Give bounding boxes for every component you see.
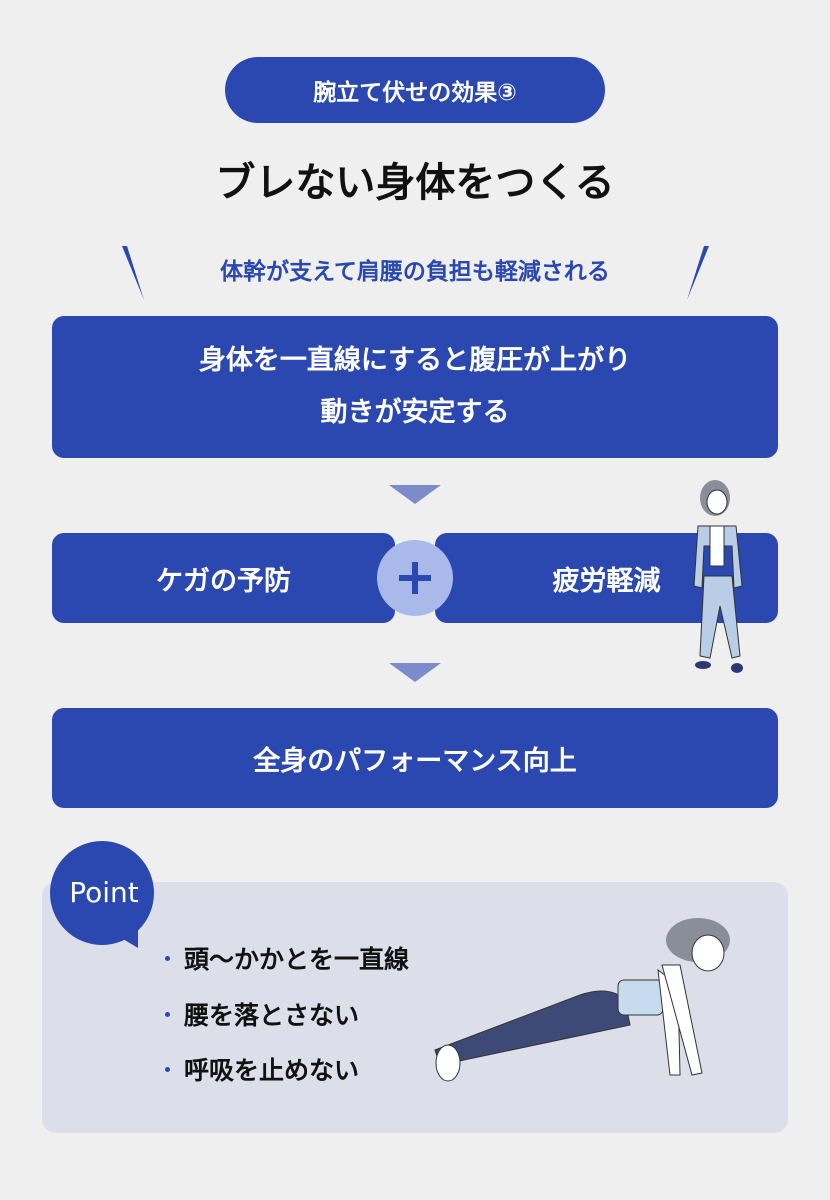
list-item: 頭〜かかとを一直線: [165, 940, 409, 976]
subtitle: 体幹が支えて肩腰の負担も軽減される: [220, 259, 610, 285]
standing-woman-illustration: [693, 480, 743, 673]
arrow-down-icon-2: [389, 663, 441, 682]
point-label: Point: [69, 876, 139, 909]
result-label: 全身のパフォーマンス向上: [253, 745, 577, 777]
arrow-down-icon: [389, 485, 441, 504]
list-item: 呼吸を止めない: [165, 1051, 359, 1087]
plus-icon: [377, 540, 453, 616]
bullet-icon: [165, 1011, 170, 1017]
pushup-woman-illustration: [434, 918, 730, 1082]
injury-prevention-box: ケガの予防: [52, 533, 395, 623]
point-speech-bubble: [50, 841, 154, 948]
slash-right-icon: [687, 246, 709, 300]
list-item-text: 頭〜かかとを一直線: [184, 945, 410, 974]
list-item-text: 呼吸を止めない: [184, 1056, 360, 1085]
result-box: 全身のパフォーマンス向上: [52, 708, 778, 808]
list-item-text: 腰を落とさない: [184, 1001, 360, 1030]
effect-badge: 腕立て伏せの効果③: [225, 57, 605, 123]
badge-text: 腕立て伏せの効果③: [313, 80, 517, 106]
main-effect-box: 身体を一直線にすると腹圧が上がり 動きが安定する: [52, 316, 778, 458]
page-title: ブレない身体をつくる: [215, 160, 615, 206]
list-item: 腰を落とさない: [165, 996, 359, 1032]
main-effect-line2: 動きが安定する: [320, 397, 510, 428]
main-effect-line1: 身体を一直線にすると腹圧が上がり: [198, 345, 632, 376]
bullet-icon: [165, 1066, 170, 1072]
slash-left-icon: [122, 246, 144, 300]
fatigue-reduction-label: 疲労軽減: [552, 565, 661, 597]
bullet-icon: [165, 955, 170, 961]
injury-prevention-label: ケガの予防: [156, 565, 291, 597]
